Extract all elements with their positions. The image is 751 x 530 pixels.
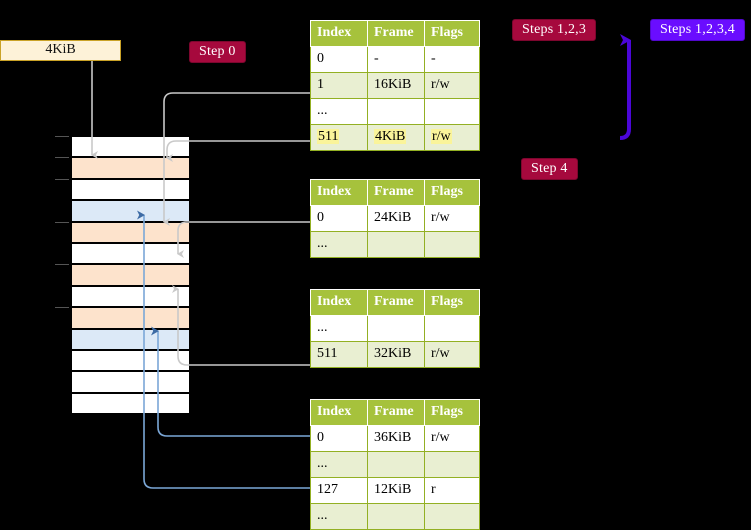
table-cell (367, 503, 425, 530)
badge-steps-1234: Steps 1,2,3,4 (650, 19, 745, 41)
size-box-label: 4KiB (45, 42, 76, 57)
memory-frame-row[interactable] (71, 350, 190, 372)
connector-pt-127-in (137, 210, 310, 489)
connector-pd-511-in (172, 285, 310, 366)
table-row[interactable]: ... (310, 503, 480, 530)
memory-scale-tick (55, 157, 69, 159)
table-row[interactable]: ... (310, 231, 480, 258)
badge-steps-123-label: Steps 1,2,3 (522, 22, 587, 37)
memory-frame-row[interactable] (71, 243, 190, 265)
table-cell: ... (310, 451, 368, 478)
table-cell (424, 451, 480, 478)
badge-step-0-label: Step 0 (199, 44, 236, 59)
table-row[interactable]: 0-- (310, 46, 480, 73)
table-cell: 32KiB (367, 341, 425, 368)
memory-frame-row[interactable] (71, 264, 190, 286)
table-cell: 16KiB (367, 72, 425, 99)
table-cell: 0 (310, 205, 368, 232)
column-header-index: Index (310, 179, 368, 206)
column-header-frame: Frame (367, 179, 425, 206)
column-header-frame: Frame (367, 289, 425, 316)
memory-scale-tick (55, 178, 69, 180)
physical-memory-column (55, 136, 190, 415)
arrow-steps-loop-violet (619, 34, 631, 140)
column-header-flags: Flags (424, 399, 480, 426)
memory-frame-row[interactable] (71, 285, 190, 308)
column-header-flags: Flags (424, 179, 480, 206)
memory-frame-row[interactable] (71, 328, 190, 350)
table-cell (424, 231, 480, 258)
memory-frame-row[interactable] (71, 178, 190, 201)
memory-frame-row[interactable] (71, 307, 190, 329)
table-cell: 12KiB (367, 477, 425, 504)
table-cell (367, 98, 425, 125)
badge-step-0: Step 0 (189, 41, 246, 63)
badge-steps-123: Steps 1,2,3 (512, 19, 597, 41)
table-cell (424, 315, 480, 342)
column-header-flags: Flags (424, 20, 480, 47)
table-cell: 24KiB (367, 205, 425, 232)
table-cell: 511 (310, 341, 368, 368)
table-cell: r/w (424, 124, 480, 151)
table-cell: 0 (310, 425, 368, 452)
table-cell (424, 503, 480, 530)
memory-scale-tick (55, 136, 69, 137)
table-cell: ... (310, 503, 368, 530)
memory-frame-row[interactable] (71, 200, 190, 222)
table-cell: ... (310, 231, 368, 258)
table-row[interactable]: ... (310, 315, 480, 342)
table-cell: r/w (424, 341, 480, 368)
badge-step-4: Step 4 (521, 158, 578, 180)
memory-scale-tick (55, 264, 69, 266)
table-cell: r/w (424, 72, 480, 99)
column-header-index: Index (310, 289, 368, 316)
table-cell (367, 231, 425, 258)
table-cell: r (424, 477, 480, 504)
connector-pml4-511-in (166, 140, 310, 162)
badge-steps-1234-label: Steps 1,2,3,4 (660, 22, 735, 37)
memory-frame-row[interactable] (71, 392, 190, 415)
table-row[interactable]: ... (310, 451, 480, 478)
table-cell: - (367, 46, 425, 73)
memory-scale-tick (55, 221, 69, 223)
table-cell: - (424, 46, 480, 73)
memory-frame-row[interactable] (71, 136, 190, 158)
table-cell: 36KiB (367, 425, 425, 452)
table-cell: 127 (310, 477, 368, 504)
badge-step-4-label: Step 4 (531, 161, 568, 176)
table-cell: 511 (310, 124, 368, 151)
table-cell (367, 315, 425, 342)
memory-frame-row[interactable] (71, 221, 190, 243)
table-row[interactable]: ... (310, 98, 480, 125)
memory-frame-row[interactable] (71, 371, 190, 393)
memory-scale-tick (55, 307, 69, 309)
column-header-flags: Flags (424, 289, 480, 316)
connector-pdp-0-in (177, 221, 310, 258)
connector-pml4-1-out (163, 92, 310, 226)
table-cell: r/w (424, 425, 480, 452)
column-header-frame: Frame (367, 20, 425, 47)
size-box-4kib: 4KiB (0, 40, 121, 61)
table-cell: 0 (310, 46, 368, 73)
connector-pt-0-in (151, 326, 310, 437)
table-cell: 4KiB (367, 124, 425, 151)
memory-frame-row[interactable] (71, 157, 190, 179)
